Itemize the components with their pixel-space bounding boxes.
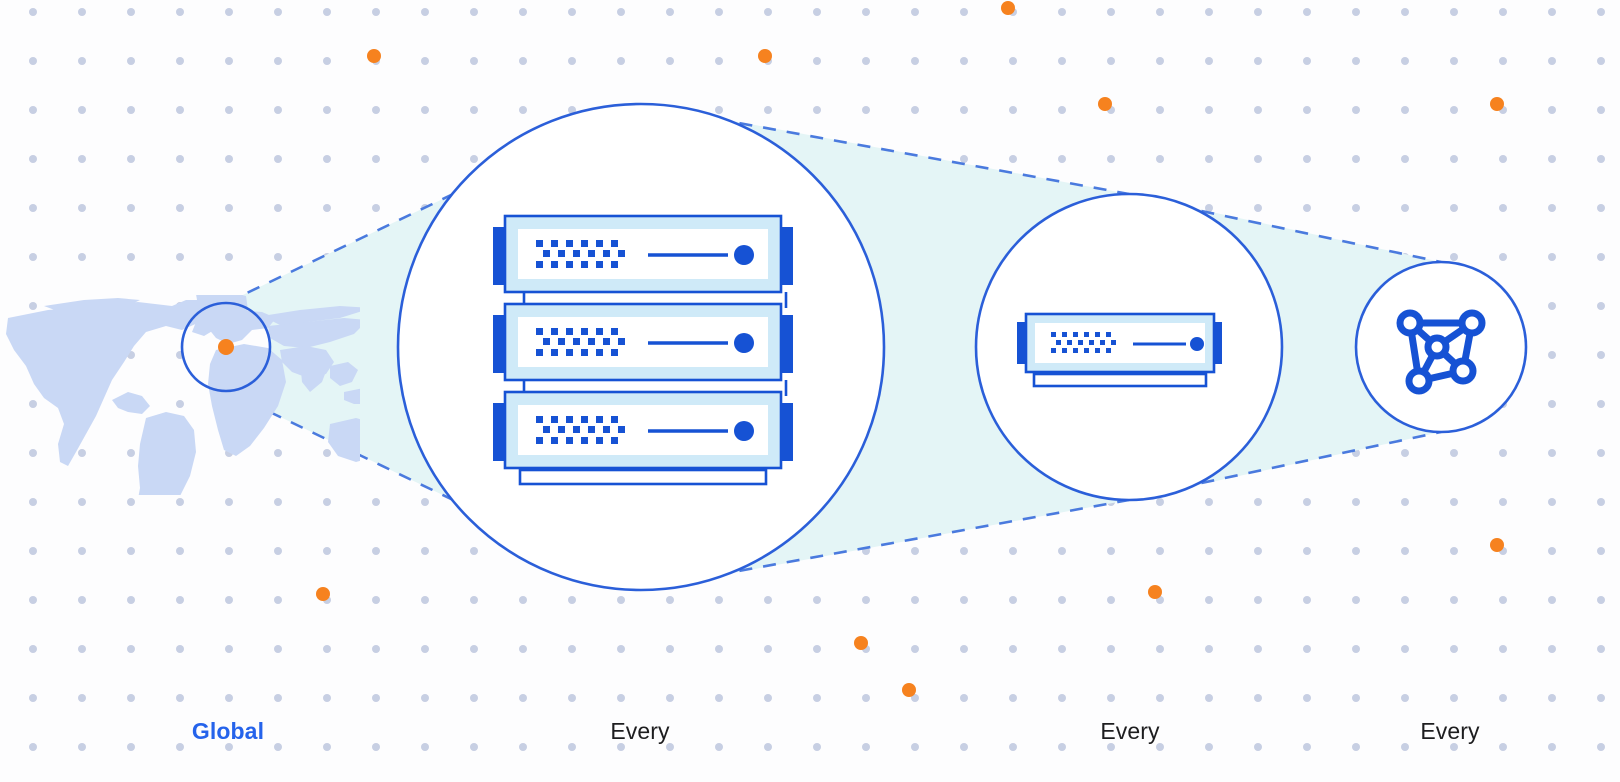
rack-unit-1 bbox=[493, 214, 793, 294]
stage-label-data-center: Every data center bbox=[540, 667, 740, 782]
stage-label-server-line1: Every bbox=[1100, 717, 1160, 744]
stage-label-data-center-line1: Every bbox=[610, 717, 670, 744]
rack-unit-2 bbox=[493, 302, 793, 382]
world-map bbox=[6, 295, 360, 495]
unit-3-led-grid bbox=[536, 416, 625, 444]
service-mesh-node-icon bbox=[1396, 309, 1486, 395]
stage-label-service-line1: Every bbox=[1420, 717, 1480, 744]
world-map-landmasses bbox=[6, 295, 360, 495]
stage-label-global-network-line1: Global bbox=[191, 717, 265, 744]
stage-label-global-network: Global network bbox=[128, 667, 328, 782]
single-server-illustration bbox=[1017, 312, 1222, 388]
orange-accent-dots bbox=[316, 1, 1504, 697]
global-network-focus-circle bbox=[180, 301, 272, 393]
stage-label-service: Every service bbox=[1350, 667, 1550, 782]
single-server-led-grid bbox=[1051, 332, 1116, 353]
unit-1-led-grid bbox=[536, 240, 625, 268]
stage-label-server: Every server bbox=[1030, 667, 1230, 782]
map-pin-dot bbox=[218, 339, 234, 355]
unit-2-led-grid bbox=[536, 328, 625, 356]
server-rack-illustration bbox=[493, 214, 793, 486]
rack-base bbox=[518, 468, 768, 486]
rack-unit-3 bbox=[493, 390, 793, 470]
